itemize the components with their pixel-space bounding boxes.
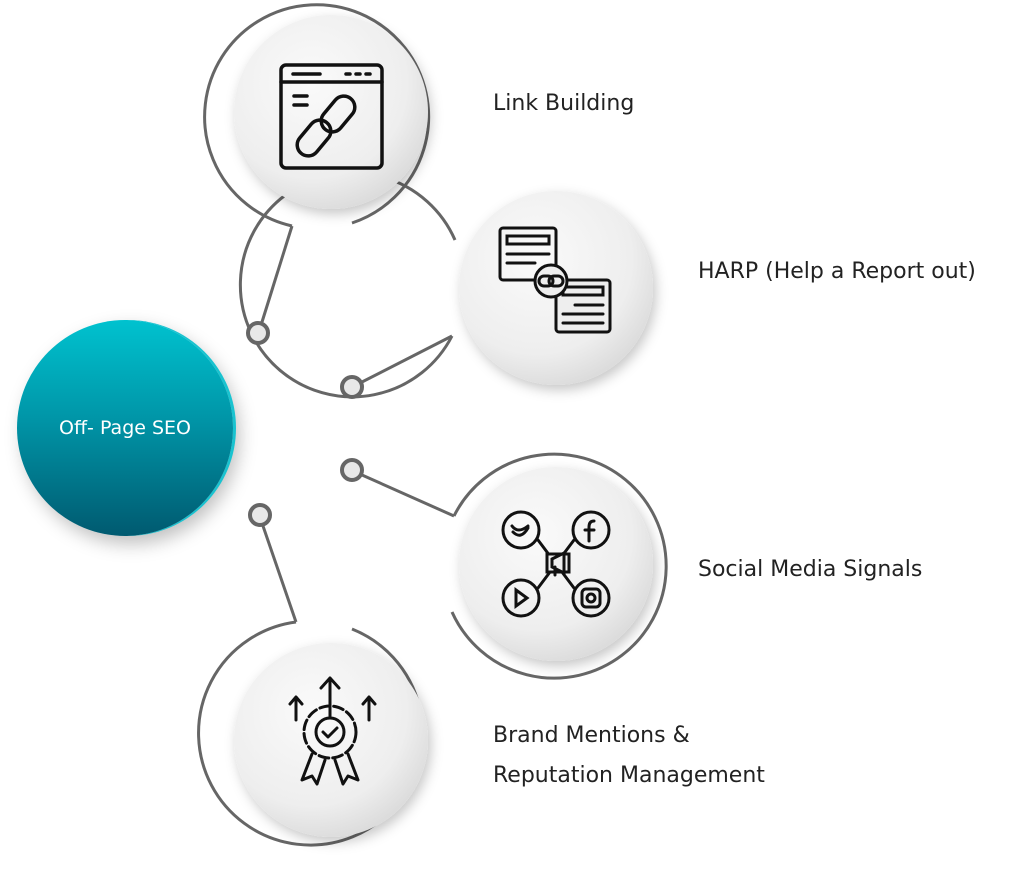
ring-3 bbox=[450, 452, 668, 680]
node-disc-4 bbox=[234, 643, 428, 837]
connector-dot-4 bbox=[248, 503, 272, 527]
connector-line-4 bbox=[261, 525, 298, 623]
node-label-brand-line2: Reputation Management bbox=[493, 763, 765, 788]
connector-line-1 bbox=[260, 225, 294, 323]
connector-dot-2 bbox=[340, 375, 364, 399]
center-hub: Off- Page SEO bbox=[17, 320, 233, 536]
browser-link-icon bbox=[279, 63, 384, 170]
node-label-brand-line1: Brand Mentions & bbox=[493, 723, 690, 748]
connector-dot-3 bbox=[340, 458, 364, 482]
node-label-social-media: Social Media Signals bbox=[698, 557, 923, 582]
center-hub-label: Off- Page SEO bbox=[59, 417, 191, 439]
node-label-link-building: Link Building bbox=[493, 91, 635, 116]
node-label-brand-mentions: Brand Mentions & Reputation Management bbox=[493, 716, 765, 796]
node-label-harp: HARP (Help a Report out) bbox=[698, 259, 976, 284]
connector-line-2 bbox=[361, 334, 453, 384]
node-disc-1 bbox=[234, 15, 428, 209]
social-media-icon bbox=[501, 510, 611, 618]
documents-link-icon bbox=[498, 226, 612, 334]
gear-badge-icon bbox=[288, 676, 377, 786]
connector-dot-1 bbox=[246, 321, 270, 345]
connector-line-3 bbox=[361, 473, 455, 518]
ring-1 bbox=[203, 3, 431, 228]
